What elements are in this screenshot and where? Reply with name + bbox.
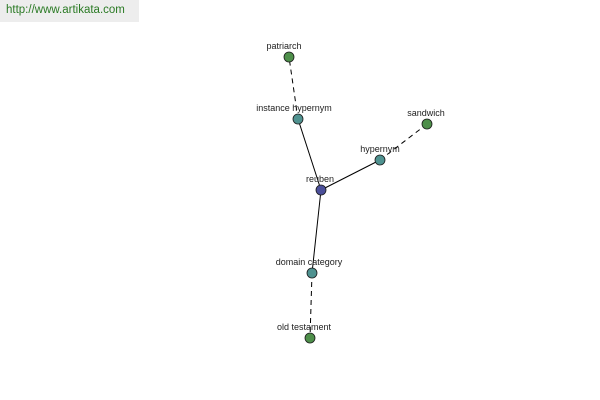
node-instance-hypernym-label: instance hypernym bbox=[256, 103, 332, 113]
node-old-testament[interactable]: old testament bbox=[277, 322, 332, 344]
edge-reuben-to-domain-category bbox=[311, 189, 322, 274]
node-reuben[interactable]: reuben bbox=[306, 174, 334, 196]
edge-instance-hypernym-to-patriarch bbox=[288, 56, 299, 120]
node-hypernym-dot[interactable] bbox=[374, 154, 386, 166]
node-domain-category-label: domain category bbox=[276, 257, 343, 267]
edge-domain-category-to-old-testament bbox=[309, 272, 313, 339]
node-domain-category[interactable]: domain category bbox=[276, 257, 343, 279]
node-hypernym[interactable]: hypernym bbox=[360, 144, 400, 166]
graph-nodes: reuben instance hypernym patriarch hypernym… bbox=[256, 41, 445, 344]
node-hypernym-label: hypernym bbox=[360, 144, 400, 154]
node-reuben-label: reuben bbox=[306, 174, 334, 184]
node-old-testament-dot[interactable] bbox=[304, 332, 316, 344]
node-sandwich[interactable]: sandwich bbox=[407, 108, 445, 130]
node-patriarch[interactable]: patriarch bbox=[266, 41, 302, 63]
node-sandwich-dot[interactable] bbox=[421, 118, 433, 130]
site-url-link[interactable]: http://www.artikata.com bbox=[6, 4, 125, 16]
graph-edges bbox=[288, 56, 428, 339]
edge-hypernym-to-sandwich bbox=[379, 123, 428, 161]
node-domain-category-dot[interactable] bbox=[306, 267, 318, 279]
node-old-testament-label: old testament bbox=[277, 322, 332, 332]
node-patriarch-label: patriarch bbox=[266, 41, 301, 51]
edge-reuben-to-instance-hypernym bbox=[297, 118, 322, 191]
node-instance-hypernym[interactable]: instance hypernym bbox=[256, 103, 332, 125]
url-banner: http://www.artikata.com bbox=[0, 0, 139, 22]
edge-reuben-to-hypernym bbox=[320, 159, 381, 191]
node-instance-hypernym-dot[interactable] bbox=[292, 113, 304, 125]
node-sandwich-label: sandwich bbox=[407, 108, 445, 118]
node-patriarch-dot[interactable] bbox=[283, 51, 295, 63]
node-reuben-dot[interactable] bbox=[315, 184, 327, 196]
